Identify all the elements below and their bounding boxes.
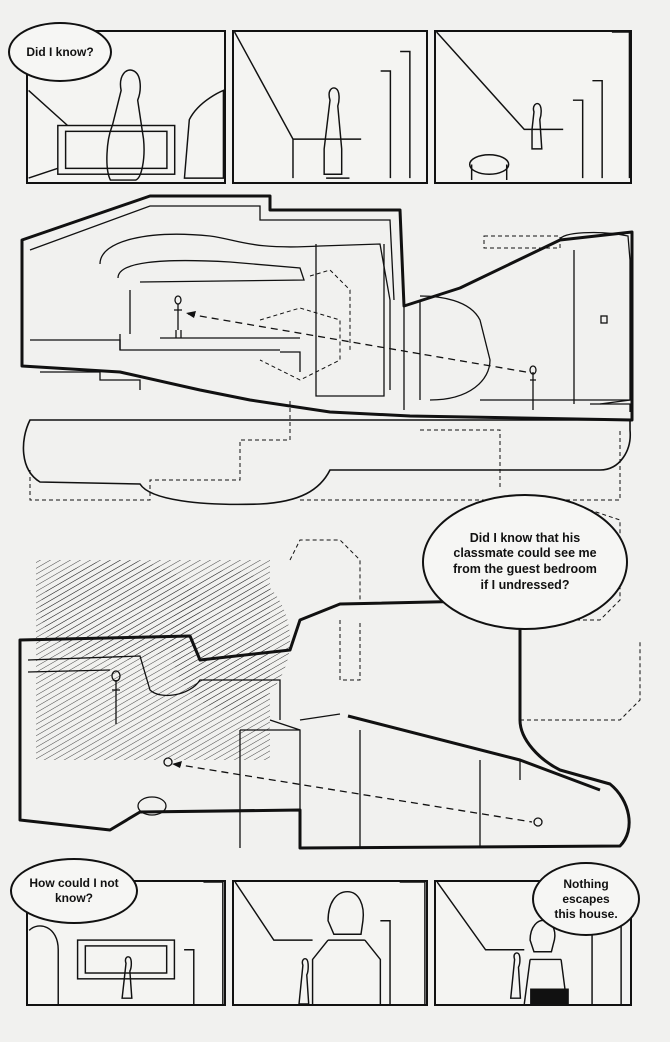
- speech-bubble-nothing-escapes: Nothing escapes this house.: [532, 862, 640, 936]
- speech-bubble-did-i-know: Did I know?: [8, 22, 112, 82]
- speech-bubble-classmate: Did I know that his classmate could see …: [422, 494, 628, 630]
- panel-top-2: [232, 30, 428, 184]
- speech-bubble-how-could-i-not-know: How could I not know?: [10, 858, 138, 924]
- panel-bottom-2: [232, 880, 428, 1006]
- panel-top-3: [434, 30, 632, 184]
